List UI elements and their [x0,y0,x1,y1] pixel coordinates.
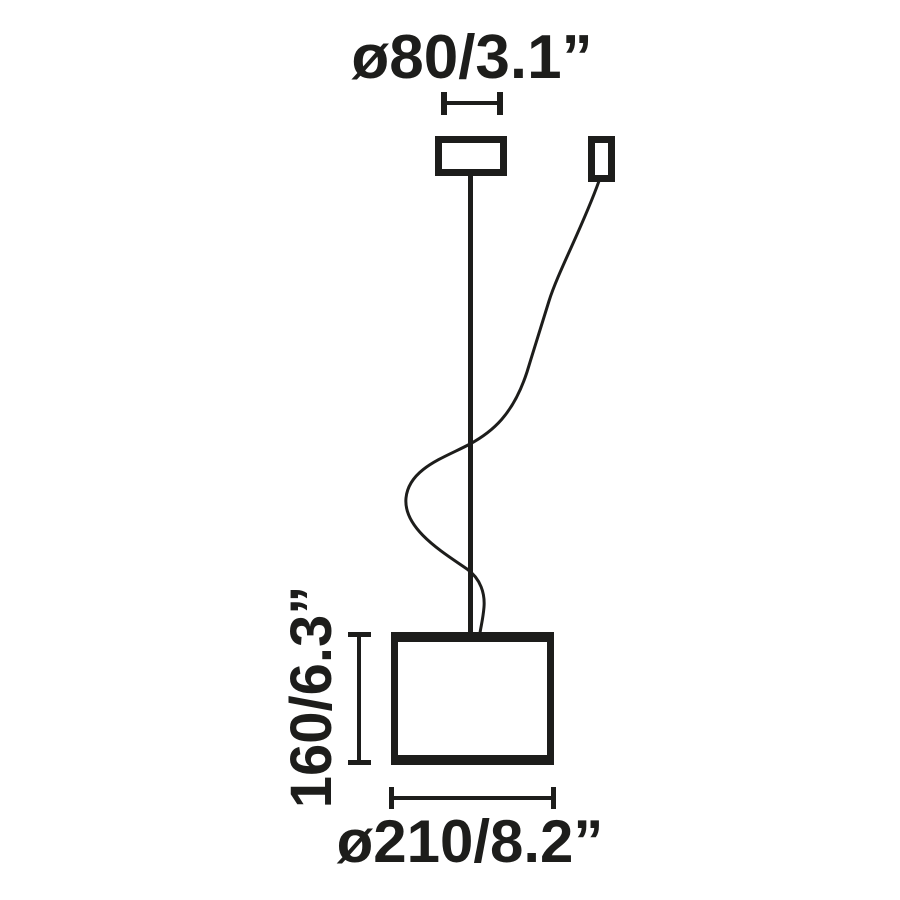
canopy-diameter-label: ø80/3.1” [351,23,592,92]
shade-outline [391,632,554,765]
shade-bottom-rim [391,755,554,765]
height-dimension-line [348,632,371,765]
power-cable [404,179,601,635]
shade-top-rim [391,632,554,642]
shade-right-wall [547,632,554,765]
canopy-dimension-line [441,92,503,115]
shade-left-wall [391,632,398,765]
shade-diameter-dimension-line [389,787,556,809]
canopy-outline [435,136,507,176]
shade-diameter-label: ø210/8.2” [337,808,604,875]
shade-height-label: 160/6.3” [279,586,344,809]
cable-connector-box [588,136,615,182]
